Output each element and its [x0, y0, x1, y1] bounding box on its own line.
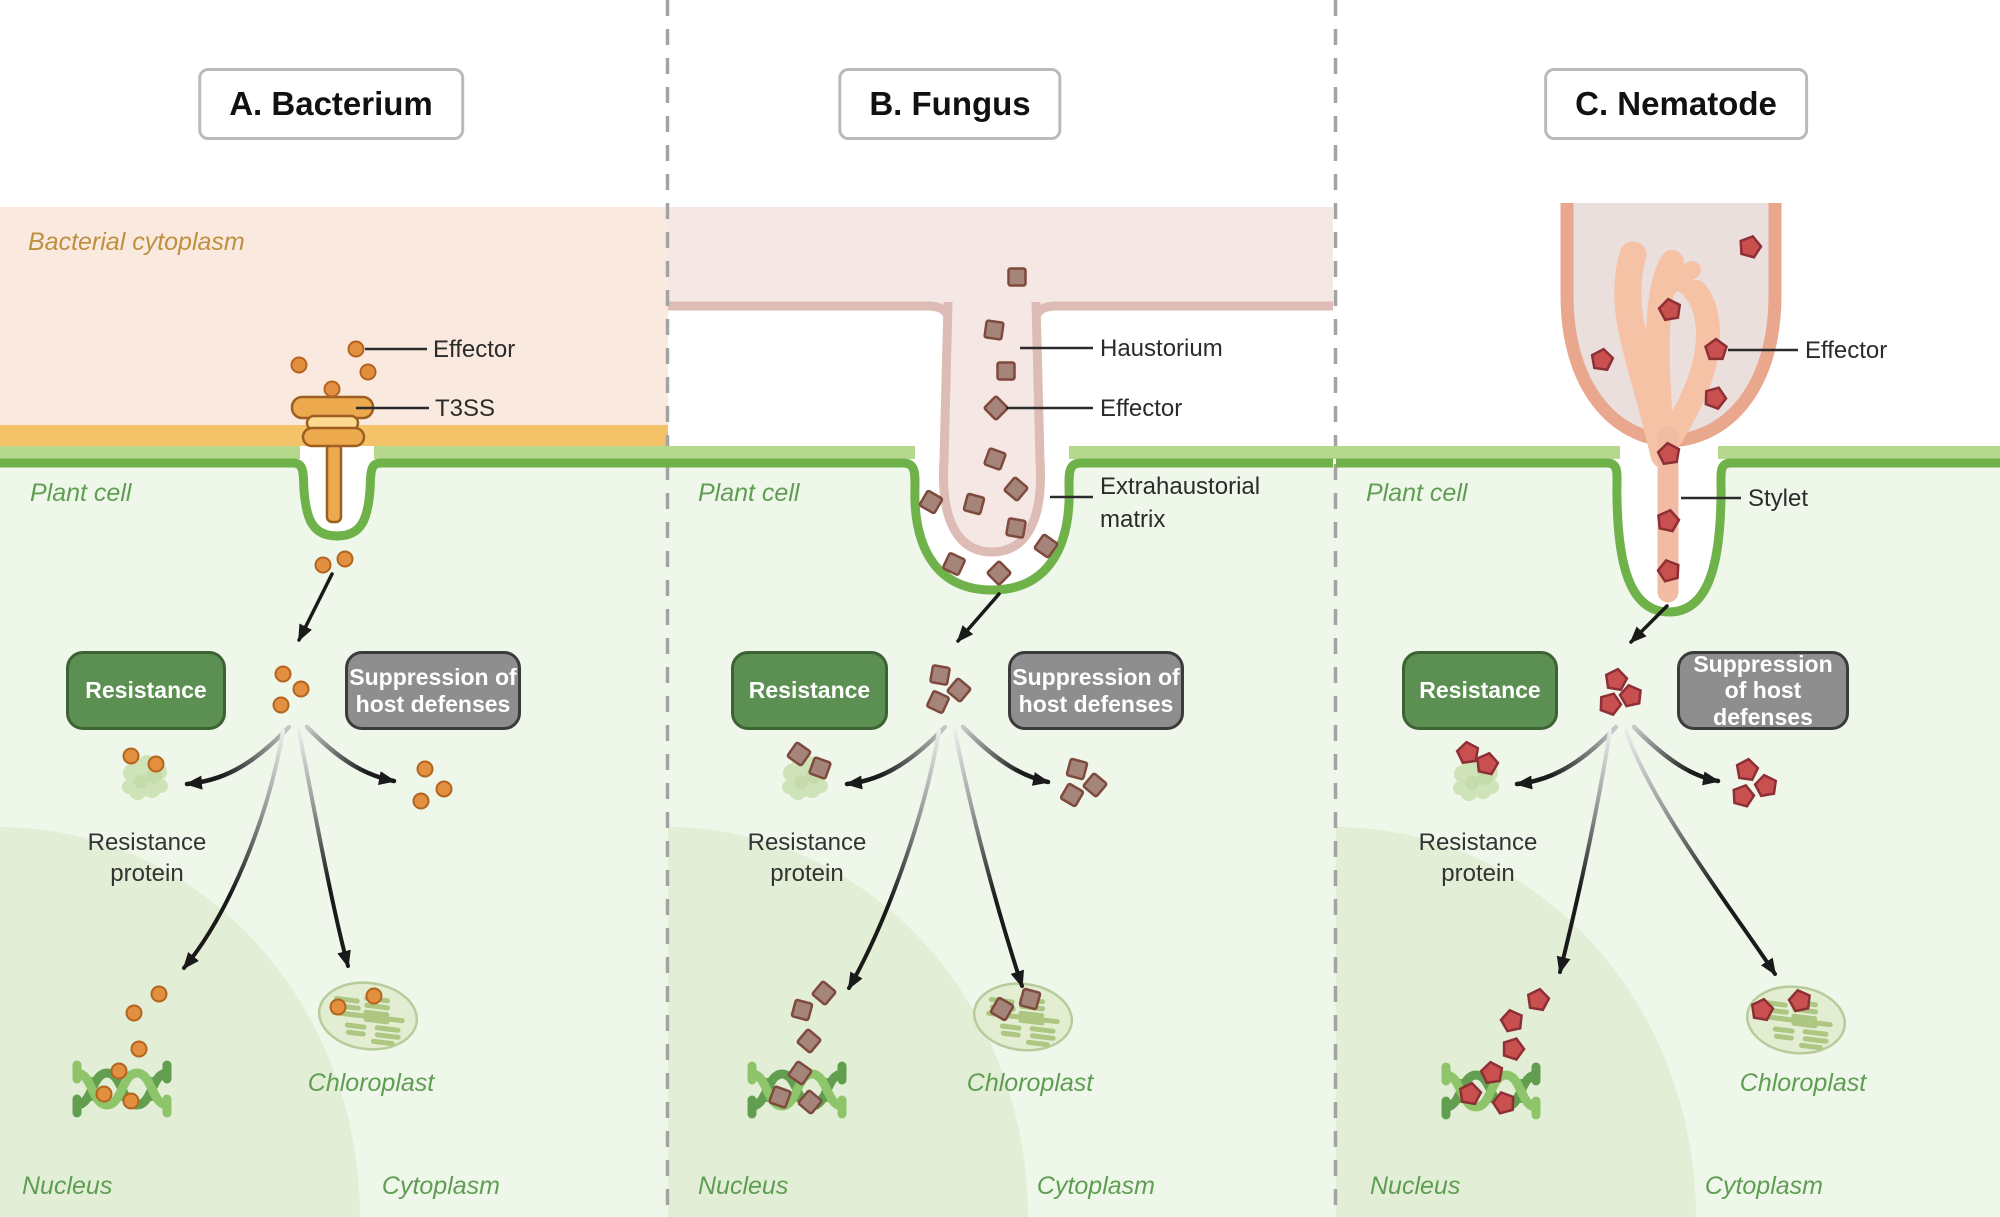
effector-icon — [996, 361, 1016, 381]
resistance-protein-label: Resistance protein — [747, 829, 867, 888]
effector-icon — [290, 356, 308, 374]
effector-icon — [125, 1004, 143, 1022]
panel-title-fungus: B. Fungus — [838, 68, 1062, 140]
t3ss-apparatus — [290, 395, 375, 524]
effector-icon — [983, 319, 1005, 341]
effector-icon — [323, 380, 341, 398]
effector-icon — [329, 998, 347, 1016]
arrows-nematode — [1514, 604, 1777, 976]
arrows-bacterium — [182, 572, 397, 970]
plant-membrane-a — [0, 458, 668, 541]
fungal-membrane-right — [1031, 301, 1333, 319]
plant-cell-label: Plant cell — [698, 479, 800, 507]
bacterial-cytoplasm-label: Bacterial cytoplasm — [28, 228, 245, 256]
effector-icon — [314, 556, 332, 574]
t3ss-annotation: T3SS — [435, 395, 496, 422]
effector-icon — [365, 987, 383, 1005]
nucleus-label: Nucleus — [22, 1172, 113, 1200]
effector-icon — [790, 998, 814, 1022]
chloroplast-label: Chloroplast — [1739, 1069, 1867, 1097]
plant-cell-label: Plant cell — [1366, 479, 1468, 507]
resistance-badge: Resistance — [1402, 651, 1558, 730]
effector-icon — [1065, 757, 1089, 781]
plant-membrane-c — [1336, 458, 2000, 617]
fungal-hypha-region — [668, 207, 1333, 307]
panel-title-bacterium: A. Bacterium — [198, 68, 464, 140]
suppression-badge: Suppression of host defenses — [1008, 651, 1184, 730]
effector-icon — [412, 792, 430, 810]
fungal-membrane-left — [668, 301, 953, 319]
resistance-badge: Resistance — [731, 651, 888, 730]
effector-icon — [95, 1085, 113, 1103]
resistance-protein-label: Resistance protein — [1418, 829, 1538, 888]
stylet-annotation: Stylet — [1748, 485, 1809, 512]
extrahaustorial-matrix-annotation: Extrahaustorial matrix — [1100, 473, 1261, 534]
effector-icon — [272, 696, 290, 714]
cytoplasm-label: Cytoplasm — [381, 1172, 500, 1200]
plant-cell-label: Plant cell — [30, 479, 132, 507]
effector-icon — [130, 1040, 148, 1058]
chloroplast-label: Chloroplast — [966, 1069, 1094, 1097]
panel-title-nematode: C. Nematode — [1544, 68, 1808, 140]
effector-icon — [274, 665, 292, 683]
effector-icon — [359, 363, 377, 381]
nucleus-label: Nucleus — [1370, 1172, 1461, 1200]
nematode-esophagus — [1614, 241, 1720, 469]
effector-icon — [122, 747, 140, 765]
effector-icon — [1007, 267, 1027, 287]
effector-icon — [1004, 516, 1028, 540]
cytoplasm-label: Cytoplasm — [1704, 1172, 1823, 1200]
suppression-badge: Suppression of host defenses — [345, 651, 521, 730]
nucleus-label: Nucleus — [698, 1172, 789, 1200]
effector-icon — [435, 780, 453, 798]
effector-icon — [122, 1092, 140, 1110]
effector-icon — [147, 755, 165, 773]
effector-icon — [962, 492, 986, 516]
effector-icon — [336, 550, 354, 568]
effector-icon — [347, 340, 365, 358]
resistance-protein-label: Resistance protein — [87, 829, 207, 888]
haustorium-annotation: Haustorium — [1100, 335, 1223, 362]
cytoplasm-label: Cytoplasm — [1036, 1172, 1155, 1200]
effector-icon — [110, 1062, 128, 1080]
chloroplast-label: Chloroplast — [307, 1069, 435, 1097]
effector-annotation: Effector — [1100, 395, 1183, 422]
effector-icon — [416, 760, 434, 778]
suppression-badge: Suppression of host defenses — [1677, 651, 1849, 730]
effector-annotation: Effector — [433, 336, 516, 363]
effector-icon — [150, 985, 168, 1003]
effector-icon — [1018, 987, 1042, 1011]
effector-icon — [928, 663, 952, 687]
nucleus-region — [0, 827, 360, 1217]
leader-lines — [356, 346, 1798, 500]
nematode-body — [1560, 203, 1782, 603]
nucleus-region — [668, 827, 1028, 1217]
effector-icon — [292, 680, 310, 698]
arrows-fungus — [844, 592, 1051, 990]
resistance-badge: Resistance — [66, 651, 226, 730]
effector-annotation: Effector — [1805, 337, 1888, 364]
plant-membrane-b — [668, 458, 1333, 595]
